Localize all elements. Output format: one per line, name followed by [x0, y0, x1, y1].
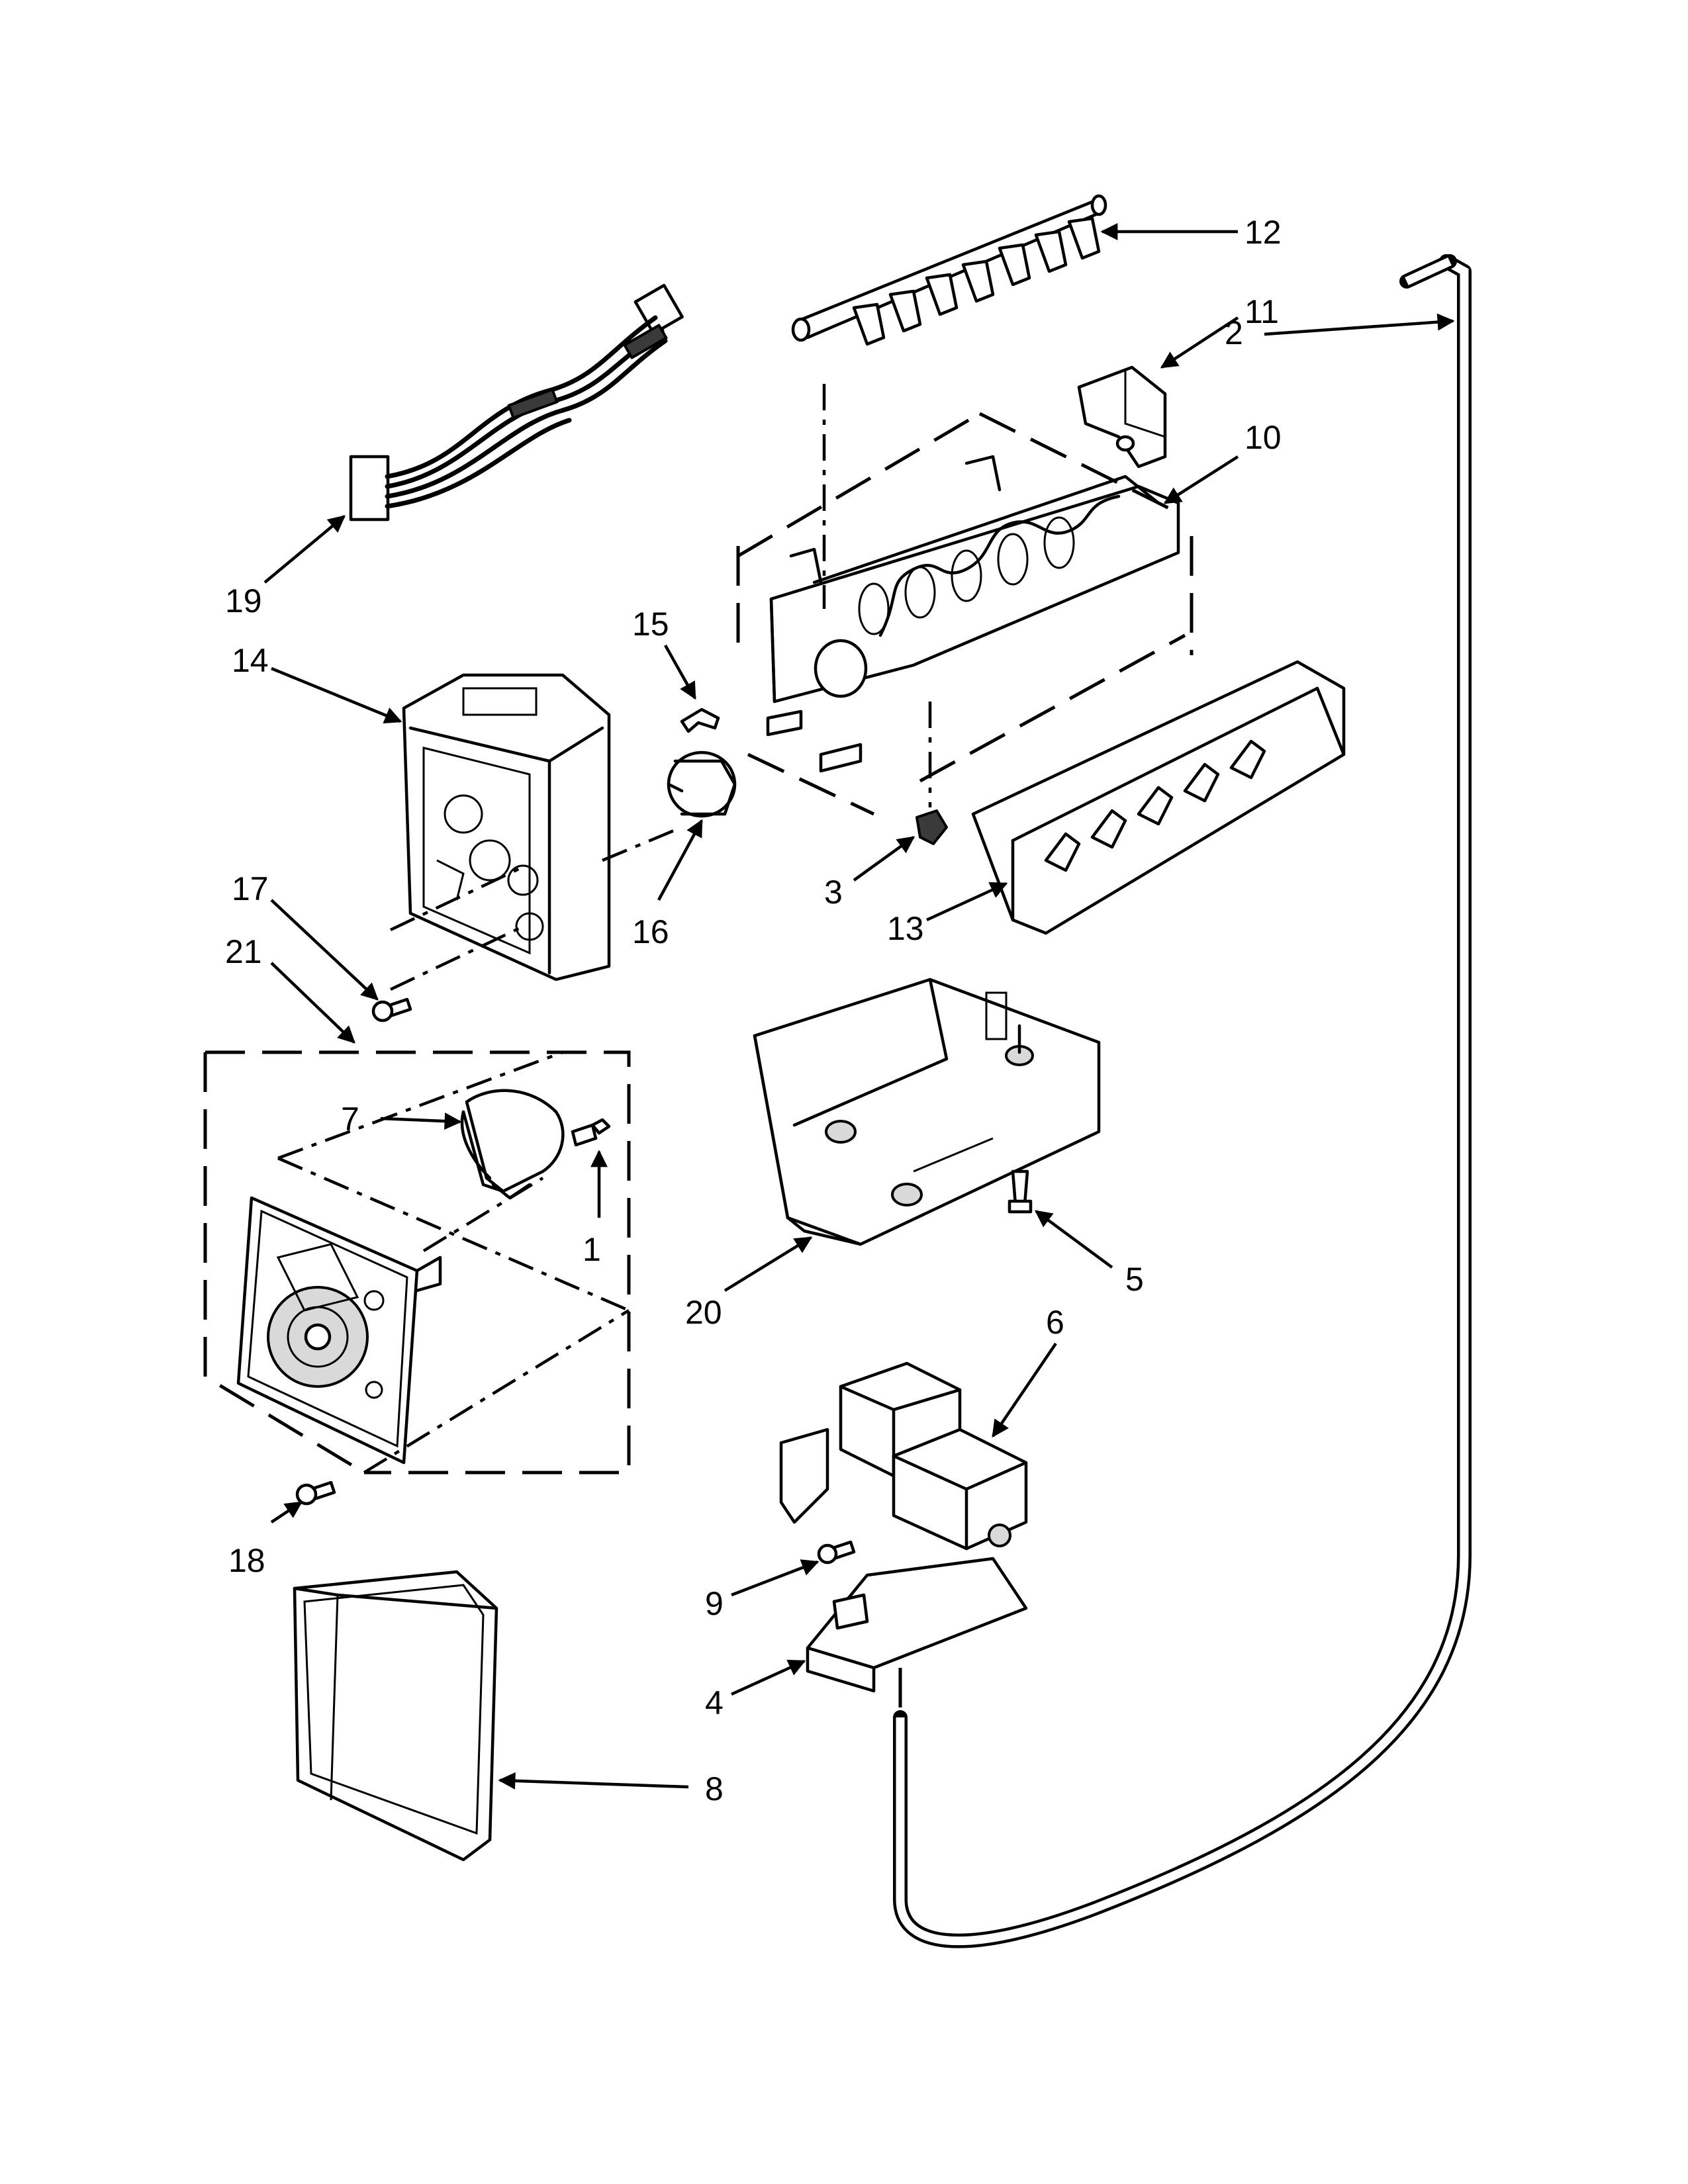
callout-20: 20 [685, 1294, 722, 1331]
screw-18-part [295, 1480, 336, 1506]
ice-mold-part [766, 455, 1180, 773]
screw-17-part [371, 997, 412, 1023]
thermostat-part [667, 751, 737, 818]
callout-16: 16 [632, 913, 669, 950]
callout-18: 18 [228, 1542, 265, 1579]
module-assembly-box [203, 1050, 631, 1475]
callout-6: 6 [1046, 1304, 1064, 1341]
callout-4: 4 [705, 1684, 724, 1721]
callout-13: 13 [887, 910, 924, 947]
clip-part [680, 707, 720, 733]
screw-5-part [1008, 1169, 1033, 1214]
bracket-part [1077, 365, 1167, 469]
callout-5: 5 [1125, 1261, 1144, 1298]
callout-15: 15 [632, 606, 669, 643]
callout-labels: 12 11 2 10 2 19 14 15 16 3 13 17 21 7 1 … [225, 214, 1282, 1807]
leader-lines [263, 223, 1455, 1790]
callout-12: 12 [1244, 214, 1282, 251]
callout-2-visible: 2 [1225, 314, 1243, 351]
valve-bracket-part [806, 1557, 1028, 1721]
ice-bin-bracket-part [753, 978, 1101, 1246]
control-module-part [236, 1196, 442, 1465]
water-valve-part [779, 1361, 1028, 1551]
callout-3: 3 [824, 874, 843, 911]
callout-17: 17 [232, 870, 269, 907]
mold-assembly-outline [736, 412, 1194, 816]
callout-14: 14 [232, 642, 269, 679]
water-tube-part [893, 254, 1472, 1948]
callout-8: 8 [705, 1770, 724, 1807]
screw-9-part [817, 1540, 856, 1565]
callout-7: 7 [341, 1101, 359, 1138]
callout-1: 1 [583, 1231, 601, 1268]
callout-11: 11 [1244, 293, 1279, 330]
callout-21: 21 [225, 933, 262, 970]
screw-1-part [571, 1118, 611, 1147]
heater-clip-part [915, 809, 948, 845]
callout-19: 19 [225, 582, 262, 619]
ice-bin-part [293, 1570, 498, 1862]
ice-maker-housing-part [402, 673, 611, 981]
wire-harness-part [349, 283, 684, 522]
stripper-part [971, 660, 1346, 935]
callout-10: 10 [1244, 419, 1282, 456]
ejector-part [791, 194, 1107, 346]
module-dashdot-lines [277, 825, 682, 1474]
callout-9: 9 [705, 1585, 724, 1622]
motor-part [460, 1089, 565, 1200]
